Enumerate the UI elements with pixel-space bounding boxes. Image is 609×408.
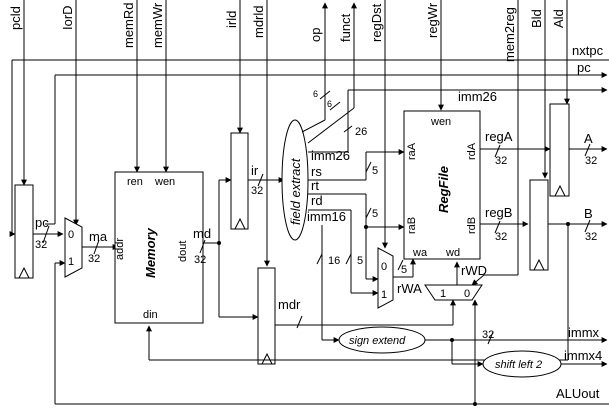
memory-ren-port: ren (127, 176, 143, 188)
md-signal-label: md (193, 226, 211, 241)
regfile-raB-port: raB (406, 217, 418, 234)
register-file: wen raA rdA RegFile raB rdB wa wd rWD (403, 110, 487, 285)
md-bus: md 32 (193, 177, 259, 320)
immediate-logic: sign extend 32 immx shift left 2 immx4 (338, 325, 608, 378)
regdst-label: regDst (369, 3, 384, 42)
addr-mux-in1: 1 (68, 256, 74, 268)
aluout-label: ALUout (556, 386, 600, 401)
rega-signal-label: regA (485, 129, 513, 144)
addr-mux-in0: 0 (68, 229, 74, 241)
iord-label: IorD (60, 5, 75, 30)
read-buses: regA 32 regB 32 (480, 129, 551, 243)
bld-label: Bld (529, 9, 544, 28)
regfile-rdB-port: rdB (466, 217, 478, 234)
nxtpc-label: nxtpc (572, 43, 604, 58)
pc-width-label: 32 (35, 239, 47, 251)
wd-mux-in1: 1 (440, 288, 446, 300)
mdr-register: mdr (257, 267, 456, 365)
a-output-label: A (584, 131, 593, 146)
regfile-wen-port: wen (430, 116, 451, 128)
mdr-signal-label: mdr (278, 297, 301, 312)
fx-imm16-label: imm16 (307, 209, 346, 224)
memory-addr-port: addr (114, 238, 126, 260)
op-width-label: 6 (313, 89, 318, 99)
ir-signal-label: ir (251, 163, 259, 178)
regfile-rdA-port: rdA (466, 142, 478, 160)
b-output-label: B (584, 206, 593, 221)
sign-extend-width-label: 32 (482, 329, 494, 341)
pc-signal-label: pc (35, 215, 49, 230)
regfile-title: RegFile (436, 166, 451, 213)
field-extract-outputs: 6 6 26 imm26 imm26 rs 5 rt 5 rd 5 imm16 (301, 87, 608, 343)
rwa-mux-in0: 0 (381, 261, 387, 273)
rwa-mux: 0 1 rWA 5 (377, 247, 422, 309)
ma-width-label: 32 (88, 253, 100, 265)
memwr-label: memWr (150, 2, 165, 48)
rwd-signal-label: rWD (461, 263, 487, 278)
fx-imm26-label: imm26 (311, 148, 350, 163)
rwa-mux-in1: 1 (381, 289, 387, 301)
pc-register: pc 32 (14, 184, 64, 279)
memrd-label: memRd (121, 2, 136, 48)
fx-rd-label: rd (311, 193, 323, 208)
rega-width-label: 32 (495, 155, 507, 167)
imm26-output-label: imm26 (458, 89, 497, 104)
md-width-label: 32 (194, 254, 206, 266)
a-width-label: 32 (585, 155, 597, 167)
fx-rt-label: rt (311, 178, 319, 193)
control-signals: pcld IorD memRd memWr irld mdrld op func… (8, 0, 570, 286)
regfile-wd-port: wd (445, 247, 460, 259)
funct-label: funct (338, 13, 353, 42)
mdrld-label: mdrld (251, 5, 266, 38)
sign-extend-title: sign extend (349, 335, 406, 347)
pc-output-label: pc (577, 60, 591, 75)
regb-width-label: 32 (495, 231, 507, 243)
field-extract: field extract (281, 119, 309, 241)
ald-label: Ald (551, 9, 566, 28)
memory-block: ren wen addr Memory dout din (114, 171, 204, 324)
regb-signal-label: regB (485, 205, 512, 220)
write-data-mux: 1 0 (424, 284, 483, 301)
ma-signal-label: ma (89, 229, 108, 244)
mem2reg-label: mem2reg (502, 7, 517, 62)
memory-title: Memory (143, 227, 158, 278)
pcld-label: pcld (8, 6, 23, 30)
shift-left-2-title: shift left 2 (495, 359, 542, 371)
imm26-width-label: 26 (355, 126, 367, 138)
address-mux: 0 1 ma 32 (64, 217, 119, 278)
immx4-output-label: immx4 (564, 348, 602, 363)
funct-width-label: 6 (327, 99, 332, 109)
rwa-width-label: 5 (401, 264, 407, 276)
memory-din-port: din (143, 309, 158, 321)
wd-mux-in0: 0 (464, 288, 470, 300)
rd-width-label: 5 (357, 255, 363, 267)
regwr-label: regWr (425, 2, 440, 38)
a-register: A 32 (549, 103, 608, 197)
rt-width-label: 5 (372, 208, 378, 220)
rwa-signal-label: rWA (397, 281, 422, 296)
aluout-bus: ALUout (54, 260, 609, 406)
imm16-width-label: 16 (328, 255, 340, 267)
op-label: op (308, 28, 323, 42)
b-width-label: 32 (585, 231, 597, 243)
immx-output-label: immx (568, 325, 600, 340)
rs-width-label: 5 (372, 165, 378, 177)
field-extract-title: field extract (288, 157, 303, 225)
irld-label: irld (224, 11, 239, 28)
pc-buses: nxtpc pc (9, 43, 609, 237)
regfile-raA-port: raA (406, 142, 418, 160)
ir-register: ir 32 (230, 132, 285, 230)
ir-width-label: 32 (251, 185, 263, 197)
memory-dout-port: dout (177, 241, 189, 262)
memory-wen-port: wen (154, 176, 175, 188)
fx-rs-label: rs (311, 164, 322, 179)
regfile-wa-port: wa (412, 247, 428, 259)
